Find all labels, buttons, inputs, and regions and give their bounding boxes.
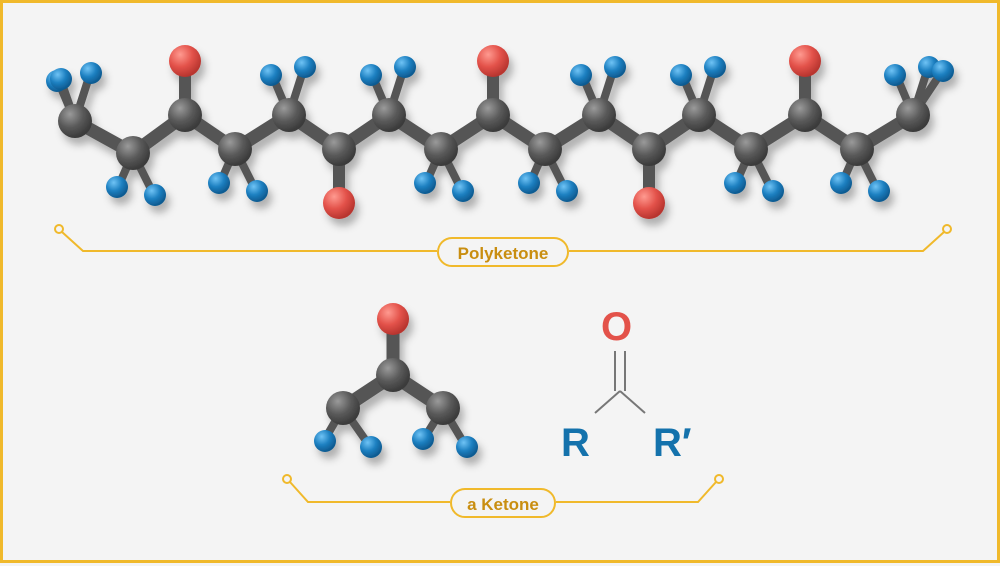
hydrogen-atom <box>360 436 382 458</box>
ketone-bracket <box>282 474 724 503</box>
hydrogen-atom <box>570 64 592 86</box>
carbon-atom <box>734 132 768 166</box>
carbon-atom <box>116 136 150 170</box>
molecule-illustration <box>46 45 954 503</box>
polyketone-bracket <box>54 224 952 252</box>
oxygen-atom <box>323 187 355 219</box>
hydrogen-atom <box>518 172 540 194</box>
carbon-atom <box>632 132 666 166</box>
carbon-atom <box>424 132 458 166</box>
carbon-atom <box>376 358 410 392</box>
carbon-atom <box>322 132 356 166</box>
hydrogen-atom <box>106 176 128 198</box>
carbon-atom <box>58 104 92 138</box>
hydrogen-atom <box>50 68 72 90</box>
carbon-atom <box>168 98 202 132</box>
hydrogen-atom <box>830 172 852 194</box>
hydrogen-atom <box>246 180 268 202</box>
carbon-atom <box>426 391 460 425</box>
r-group-left: R <box>561 421 590 465</box>
hydrogen-atom <box>80 62 102 84</box>
ketone-label: a Ketone <box>450 488 556 518</box>
hydrogen-atom <box>724 172 746 194</box>
oxygen-symbol: O <box>601 305 633 349</box>
hydrogen-atom <box>394 56 416 78</box>
carbon-atom <box>788 98 822 132</box>
hydrogen-atom <box>294 56 316 78</box>
carbon-atom <box>218 132 252 166</box>
hydrogen-atom <box>414 172 436 194</box>
hydrogen-atom <box>260 64 282 86</box>
polyketone-label: Polyketone <box>437 237 569 267</box>
r-group-right: R′ <box>653 421 692 465</box>
oxygen-atom <box>377 303 409 335</box>
hydrogen-atom <box>314 430 336 452</box>
carbon-atom <box>582 98 616 132</box>
hydrogen-atom <box>208 172 230 194</box>
hydrogen-atom <box>456 436 478 458</box>
hydrogen-atom <box>412 428 434 450</box>
hydrogen-atom <box>360 64 382 86</box>
skeletal-formula-bonds <box>594 351 646 414</box>
hydrogen-atom <box>556 180 578 202</box>
carbon-atom <box>840 132 874 166</box>
hydrogen-atom <box>604 56 626 78</box>
hydrogen-atom <box>704 56 726 78</box>
oxygen-atom <box>633 187 665 219</box>
carbon-atom <box>682 98 716 132</box>
carbon-atom <box>272 98 306 132</box>
polyketone-molecule <box>46 45 954 219</box>
oxygen-atom <box>477 45 509 77</box>
oxygen-atom <box>169 45 201 77</box>
carbon-atom <box>528 132 562 166</box>
hydrogen-atom <box>884 64 906 86</box>
carbon-atom <box>476 98 510 132</box>
oxygen-atom <box>789 45 821 77</box>
carbon-atom <box>326 391 360 425</box>
ketone-molecule <box>314 303 478 458</box>
carbon-atom <box>896 98 930 132</box>
hydrogen-atom <box>452 180 474 202</box>
hydrogen-atom <box>762 180 784 202</box>
hydrogen-atom <box>670 64 692 86</box>
carbon-atom <box>372 98 406 132</box>
hydrogen-atom <box>932 60 954 82</box>
hydrogen-atom <box>144 184 166 206</box>
hydrogen-atom <box>868 180 890 202</box>
